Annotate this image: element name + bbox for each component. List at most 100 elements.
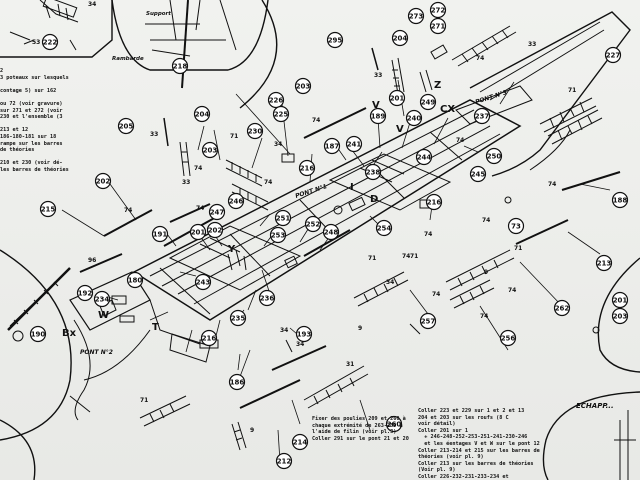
callout-circle: [291, 433, 309, 451]
callout-circle: [41, 33, 59, 51]
callout-230: 230: [246, 122, 264, 140]
callout-number: 273: [409, 13, 424, 21]
part-number-label: 74: [196, 205, 204, 212]
detail-inset-left: [0, 249, 72, 441]
callout-235: 235: [229, 309, 247, 327]
callout-circle: [611, 291, 629, 309]
assembly-letter: Bx: [62, 328, 77, 339]
part-number-label: 71: [568, 87, 576, 94]
callout-circle: [228, 373, 246, 391]
callout-73: 73: [507, 217, 525, 235]
callout-circle: [29, 325, 47, 343]
callout-188: 188: [611, 191, 629, 209]
callout-203: 203: [201, 141, 219, 159]
callout-225: 225: [272, 105, 290, 123]
callout-circle: [269, 226, 287, 244]
echappee-detail: [614, 410, 636, 480]
callout-number: 235: [231, 315, 246, 323]
callout-271: 271: [429, 17, 447, 35]
callout-circle: [151, 225, 169, 243]
callout-number: 215: [41, 206, 56, 214]
hull-stern: [455, 11, 631, 177]
callout-number: 234: [95, 296, 110, 304]
inset-arc-bottom-left: [0, 419, 36, 480]
callout-191: 191: [151, 225, 169, 243]
part-number-label: 34: [280, 327, 288, 334]
callout-circle: [267, 91, 285, 109]
callout-circle: [275, 452, 293, 470]
callout-213: 213: [595, 254, 613, 272]
callout-number: 238: [366, 169, 381, 177]
assembly-letter: I: [350, 182, 354, 193]
callout-number: 216: [202, 335, 217, 343]
inset-right-mid: [597, 257, 640, 373]
callout-number: 237: [475, 113, 490, 121]
callout-216: 216: [200, 329, 218, 347]
callout-circle: [405, 109, 423, 127]
callout-number: 241: [347, 141, 362, 149]
part-number-label: 96: [88, 257, 96, 264]
callout-226: 226: [267, 91, 285, 109]
callout-252: 252: [304, 215, 322, 233]
ladder-parts: [139, 25, 603, 451]
callout-222: 222: [41, 33, 59, 51]
part-number-label: 74: [548, 181, 556, 188]
callout-circle: [553, 299, 571, 317]
callout-272: 272: [429, 1, 447, 19]
callout-number: 256: [501, 335, 516, 343]
callout-number: 201: [390, 95, 405, 103]
assembly-letter: W: [98, 310, 109, 321]
callout-number: 225: [274, 111, 289, 119]
callout-247: 247: [208, 203, 226, 221]
callout-number: 201: [613, 297, 628, 305]
part-number-label: 34: [386, 279, 394, 286]
part-number-label: 53: [32, 39, 40, 46]
part-number-label: 74: [476, 55, 484, 62]
callout-circle: [407, 7, 425, 25]
callout-circle: [375, 219, 393, 237]
callout-257: 257: [419, 312, 437, 330]
callout-circle: [391, 29, 409, 47]
part-number-label: 34: [88, 1, 96, 8]
callout-201: 201: [611, 291, 629, 309]
part-number-label: 33: [374, 72, 382, 79]
callout-202: 202: [94, 172, 112, 190]
callout-number: 247: [210, 209, 225, 217]
callout-circle: [388, 89, 406, 107]
callout-circle: [274, 209, 292, 227]
callout-circle: [604, 46, 622, 64]
callout-circle: [39, 200, 57, 218]
callout-circle: [385, 415, 403, 433]
callout-circle: [189, 223, 207, 241]
callout-number: 222: [43, 39, 58, 47]
callout-189: 189: [369, 107, 387, 125]
callout-237: 237: [473, 107, 491, 125]
callout-number: 254: [377, 225, 392, 233]
callout-number: 240: [407, 115, 422, 123]
callout-295: 295: [326, 31, 344, 49]
caption-rambarde: Rambarde: [112, 56, 144, 62]
callout-246: 246: [227, 192, 245, 210]
callout-number: 190: [31, 331, 46, 339]
callout-circle: [298, 159, 316, 177]
part-number-label: 9: [250, 427, 254, 434]
callout-216: 216: [425, 193, 443, 211]
callout-number: 189: [371, 113, 386, 121]
callout-number: 271: [431, 23, 446, 31]
callout-circle: [415, 148, 433, 166]
callout-circle: [611, 191, 629, 209]
callout-243: 243: [194, 273, 212, 291]
callout-circle: [208, 203, 226, 221]
caption-pont-1: PONT N°1: [294, 183, 327, 200]
part-number-label: 74: [402, 253, 410, 260]
callout-number: 227: [606, 52, 621, 60]
callout-circle: [507, 217, 525, 235]
callout-number: 192: [78, 290, 93, 298]
callout-circle: [93, 290, 111, 308]
callout-number: 243: [196, 279, 211, 287]
callout-circle: [595, 254, 613, 272]
main-deck: [69, 99, 522, 413]
callout-circle: [326, 31, 344, 49]
part-number-label: 71: [410, 253, 418, 260]
callout-circle: [429, 1, 447, 19]
